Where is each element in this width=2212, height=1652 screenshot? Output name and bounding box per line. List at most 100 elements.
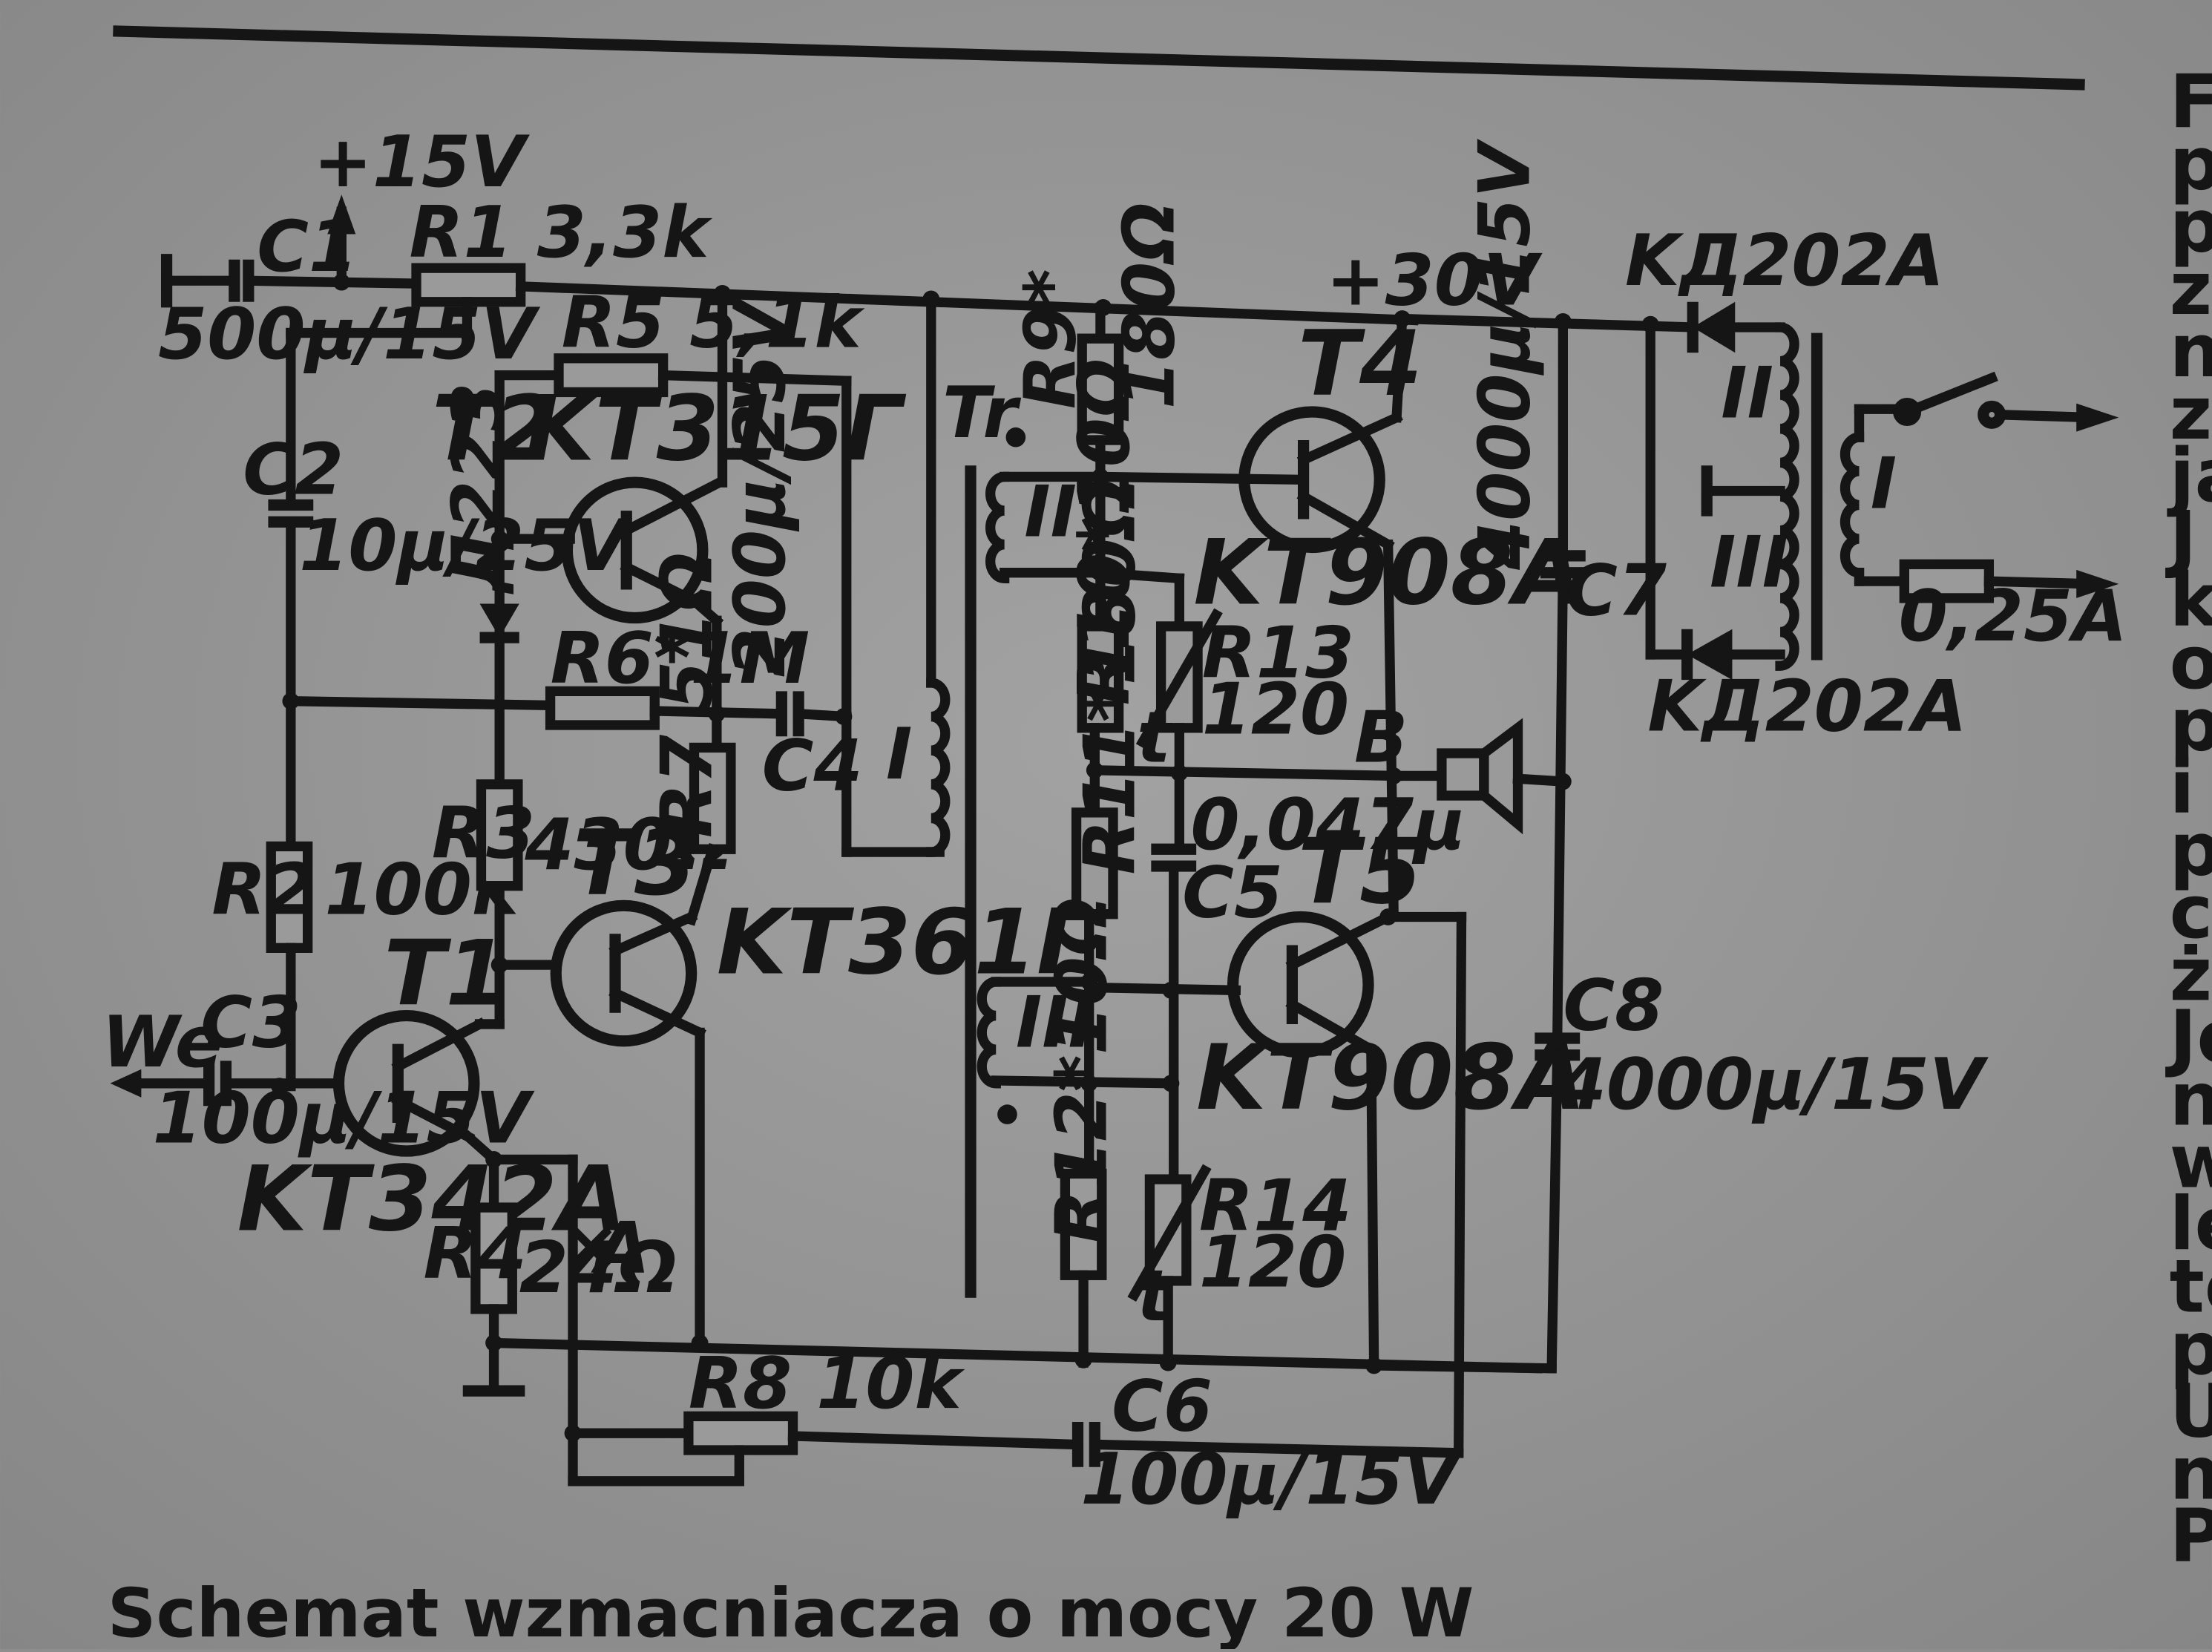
- r14-name: R14: [1199, 1165, 1351, 1247]
- diode-name: Д223: [438, 382, 519, 594]
- r12-label: R12*10Ω: [1042, 897, 1123, 1244]
- side-text-line: Pr: [2170, 1493, 2212, 1579]
- speaker-icon: [1437, 748, 1489, 801]
- r6-label: R6*1M: [551, 618, 810, 700]
- t5-collector: [1285, 910, 1395, 972]
- r14-value: 120: [1199, 1222, 1346, 1304]
- tr-winding-1: [926, 678, 951, 857]
- junction: [1094, 298, 1112, 316]
- r2-name: R2: [211, 850, 315, 931]
- r13-name: R13: [1202, 612, 1354, 694]
- side-text-line: po: [2170, 1306, 2212, 1392]
- t1-emitter: [391, 1093, 476, 1144]
- side-text-line: le: [2170, 1181, 2212, 1267]
- kd1-diode: [1693, 301, 1736, 353]
- t3-collector: [608, 986, 706, 1040]
- side-text-line: na: [2170, 1431, 2212, 1516]
- mains-secondary-winding: [1775, 322, 1799, 671]
- side-text-line: i s: [2170, 745, 2212, 830]
- t2-emitter: [620, 560, 701, 608]
- r11-label: R11*180Ω: [1070, 478, 1152, 874]
- supply-arrow: [327, 194, 356, 235]
- mains-w2-label: II: [1721, 353, 1773, 435]
- node-b-label: B: [1354, 697, 1408, 779]
- c2-name: C2: [243, 429, 344, 511]
- side-text-line: F: [2170, 59, 2212, 145]
- r7-resistor: [689, 742, 736, 854]
- t5-transistor: [1227, 911, 1374, 1058]
- ground-rail: [488, 1337, 1543, 1374]
- tr-winding-3: [977, 977, 1001, 1089]
- wire: [1546, 1050, 1563, 1374]
- t5-emitter: [1285, 997, 1378, 1057]
- r9-resistor: [1077, 333, 1124, 445]
- junction: [1074, 1351, 1092, 1369]
- speaker-cone: [1479, 718, 1523, 835]
- wire: [649, 706, 784, 719]
- side-text-line: cz: [2170, 870, 2212, 955]
- input-label: We: [102, 1002, 223, 1084]
- node-a-label: A: [590, 1207, 650, 1289]
- r10-label: R10*10Ω: [1064, 358, 1146, 705]
- r4-value: 24Ω: [519, 1227, 677, 1309]
- junction: [1080, 1075, 1098, 1092]
- junction: [714, 284, 731, 302]
- t1-name: T1: [384, 920, 508, 1026]
- wire: [286, 695, 556, 711]
- c3-name: C3: [200, 982, 301, 1063]
- r8-label: R8 10k: [689, 1343, 966, 1425]
- r11-resistor: [1071, 807, 1118, 920]
- t1-collector: [391, 1017, 487, 1073]
- side-text-line: nu: [2170, 1057, 2212, 1142]
- tr-w1-label: I: [886, 714, 912, 796]
- wire: [1089, 1439, 1464, 1458]
- c6-name: C6: [1112, 1366, 1212, 1447]
- side-text-line: J: [2165, 496, 2197, 581]
- tr-w2-label: II: [1024, 471, 1077, 553]
- side-text-line: w: [2170, 1119, 2212, 1204]
- kd2-diode: [1687, 629, 1733, 681]
- wire: [243, 275, 420, 289]
- side-text-line: p: [2170, 122, 2212, 207]
- diode-symbol: [479, 603, 519, 638]
- side-text-line: k: [2170, 558, 2212, 643]
- side-text-line: n: [2170, 309, 2212, 394]
- r4-name: R4: [424, 1213, 527, 1295]
- t1-transistor: [332, 1009, 480, 1157]
- mains-w3-label: III: [1710, 522, 1788, 604]
- t2-type: KT315Г: [525, 376, 906, 482]
- kd2-name: KД202A: [1647, 666, 1966, 748]
- r9-name: R9*: [1011, 269, 1092, 409]
- junction: [1162, 1075, 1180, 1092]
- c7-value: 4000µ/15V: [1465, 139, 1546, 571]
- side-text-line: z: [2170, 371, 2212, 456]
- t3-name: T3: [573, 810, 698, 916]
- c4-name: C4: [762, 725, 863, 807]
- mains-w1-label: I: [1871, 443, 1897, 525]
- r5-label: R5 5,1k: [562, 283, 866, 364]
- side-text-line: Je: [2165, 994, 2212, 1080]
- wire: [1391, 313, 1408, 423]
- wire: [1983, 576, 2098, 589]
- c8-value: 4000µ/15V: [1557, 1044, 1989, 1126]
- wire: [1366, 1044, 1379, 1371]
- side-text-line: z: [2170, 246, 2212, 332]
- t5-name: T5: [1298, 819, 1422, 924]
- r1-label: R1 3,3k: [410, 192, 714, 274]
- t4-collector: [1296, 410, 1403, 467]
- c8-name: C8: [1563, 966, 1664, 1047]
- wire: [787, 1431, 1080, 1450]
- side-text-line: o: [2170, 620, 2212, 706]
- rail-30v: [515, 281, 1419, 326]
- wire: [1083, 982, 1241, 996]
- tr-winding-2: [985, 471, 1010, 583]
- mains-primary-winding: [1839, 432, 1865, 578]
- t4-emitter: [1296, 490, 1395, 551]
- switch-lever: [1900, 371, 1998, 419]
- r3-name: R3: [432, 793, 535, 875]
- side-text-line: ja: [2167, 433, 2212, 519]
- kd1-name: KД202A: [1625, 220, 1944, 302]
- supply-30v-label: +30V: [1326, 240, 1543, 322]
- t3-emitter: [608, 910, 698, 957]
